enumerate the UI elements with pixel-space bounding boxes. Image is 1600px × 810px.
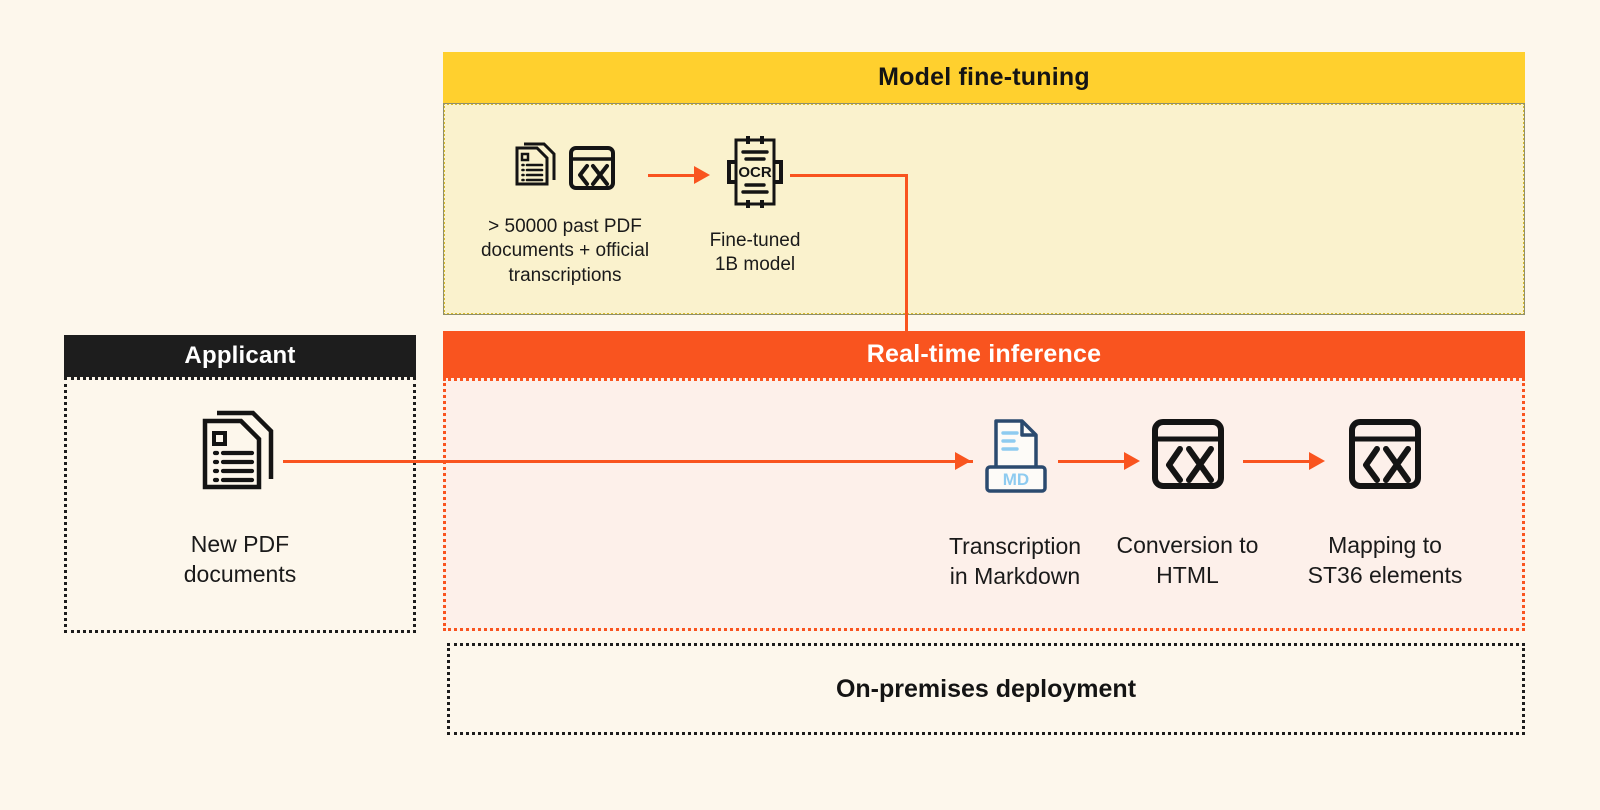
section-body-real-time-inference xyxy=(443,378,1525,631)
section-header-model-fine-tuning: Model fine-tuning xyxy=(443,52,1525,103)
ocr-scan-icon: OCR xyxy=(724,136,786,213)
code-window-icon xyxy=(1149,418,1227,499)
node-new-pdf-documents: New PDF documents xyxy=(150,405,330,590)
arrowhead-transcription-to-conversion xyxy=(1124,452,1140,470)
node-training-data: > 50000 past PDF documents + official tr… xyxy=(440,140,690,288)
node-fine-tuned-model: OCR Fine-tuned 1B model xyxy=(690,136,820,278)
connector-conversion-to-mapping xyxy=(1243,460,1313,463)
node-transcription-markdown-caption: Transcription in Markdown xyxy=(948,533,1082,589)
markdown-file-icon: MD xyxy=(978,415,1052,502)
node-mapping-st36: Mapping to ST36 elements xyxy=(1290,418,1480,591)
section-body-model-fine-tuning xyxy=(443,103,1525,315)
connector-model-to-inference-vertical xyxy=(905,174,908,462)
connector-applicant-to-transcription xyxy=(283,460,973,463)
documents-stack-icon xyxy=(513,140,561,197)
arrowhead-training-to-model xyxy=(694,166,710,184)
connector-transcription-to-conversion xyxy=(1058,460,1128,463)
node-training-data-caption: > 50000 past PDF documents + official tr… xyxy=(480,216,650,286)
section-on-premises-deployment: On-premises deployment xyxy=(447,643,1525,735)
code-window-icon xyxy=(1346,418,1424,499)
node-conversion-html: Conversion to HTML xyxy=(1100,418,1275,591)
svg-text:OCR: OCR xyxy=(738,164,772,181)
section-title-model-fine-tuning: Model fine-tuning xyxy=(878,63,1090,91)
section-header-applicant: Applicant xyxy=(64,335,416,377)
section-title-on-premises-deployment: On-premises deployment xyxy=(835,674,1137,703)
section-body-applicant xyxy=(64,377,416,633)
documents-stack-icon xyxy=(197,405,283,504)
node-transcription-markdown: MD Transcription in Markdown xyxy=(925,415,1105,592)
arrowhead-applicant-to-transcription xyxy=(955,452,971,470)
connector-model-to-inference-horizontal xyxy=(790,174,908,177)
node-conversion-html-caption: Conversion to HTML xyxy=(1116,532,1259,588)
node-fine-tuned-model-caption: Fine-tuned 1B model xyxy=(709,230,801,276)
node-new-pdf-documents-caption: New PDF documents xyxy=(183,531,297,587)
node-training-data-icons xyxy=(513,140,617,197)
node-mapping-st36-caption: Mapping to ST36 elements xyxy=(1307,532,1463,588)
svg-text:MD: MD xyxy=(1003,470,1029,489)
section-header-real-time-inference: Real-time inference xyxy=(443,331,1525,378)
connector-training-to-model xyxy=(648,174,698,177)
arrowhead-conversion-to-mapping xyxy=(1309,452,1325,470)
section-title-real-time-inference: Real-time inference xyxy=(866,340,1102,368)
section-title-applicant: Applicant xyxy=(184,342,296,369)
code-window-icon xyxy=(567,144,617,197)
